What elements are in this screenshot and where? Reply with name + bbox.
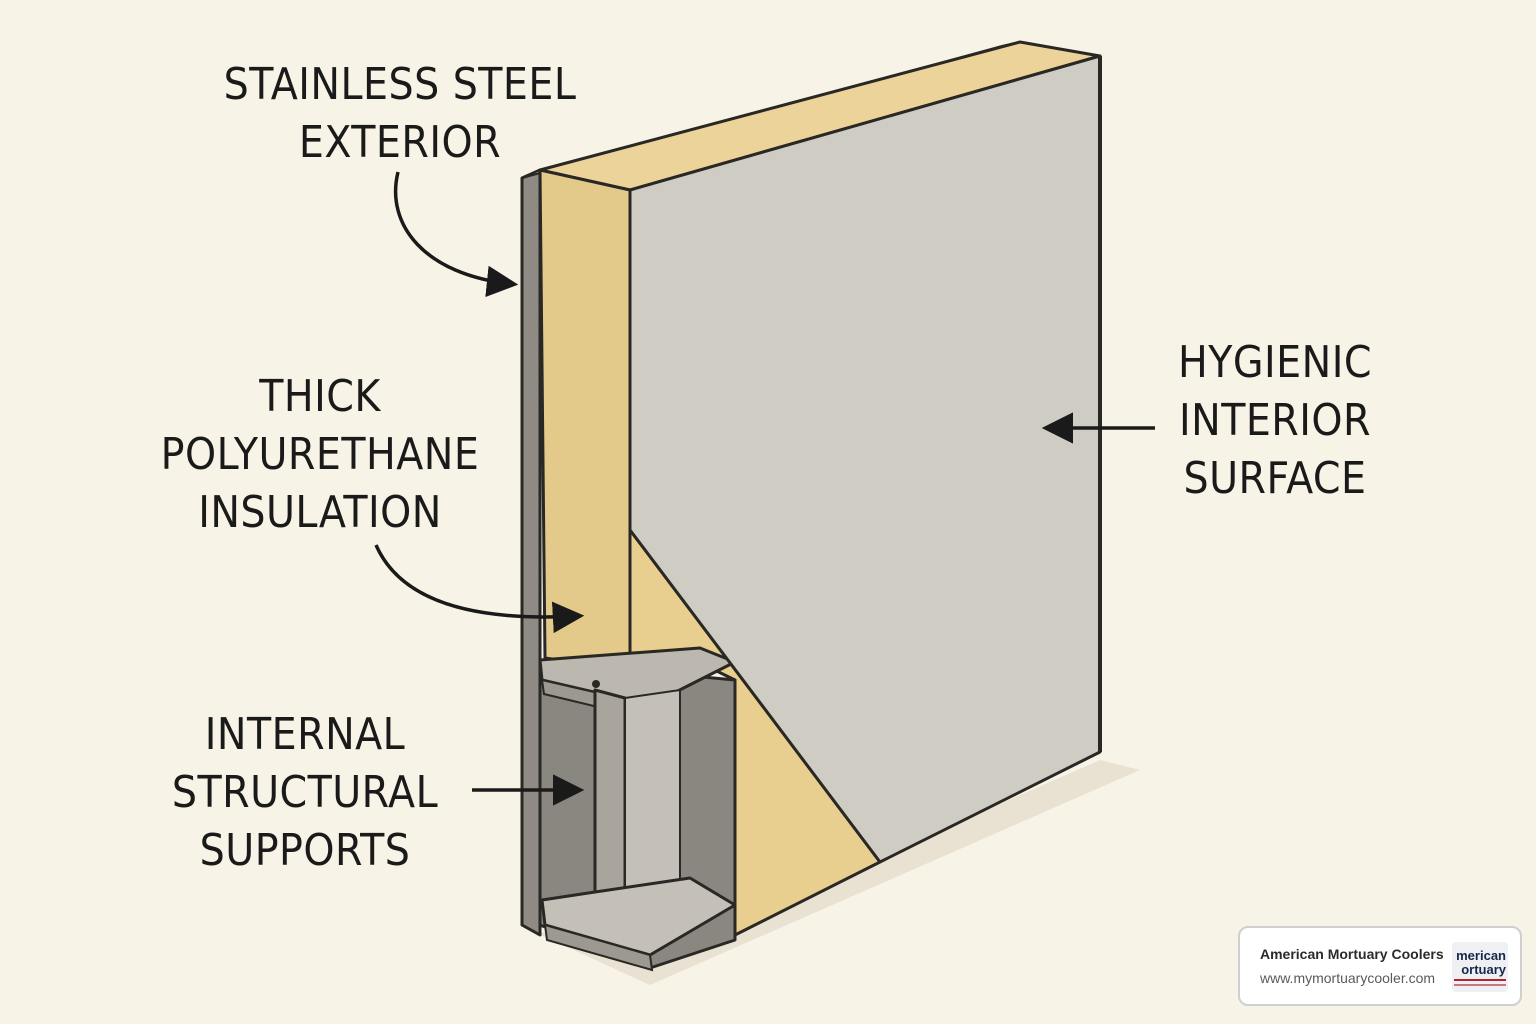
company-badge[interactable]: American Mortuary Coolers www.mymortuary… <box>1238 926 1522 1006</box>
label-line: HYGIENIC <box>1178 337 1372 388</box>
logo-text-line: merican <box>1456 948 1506 963</box>
logo-stripe <box>1454 979 1506 981</box>
arrow-to-insulation <box>374 544 585 634</box>
label-line: POLYURETHANE <box>160 429 480 480</box>
company-logo: merican ortuary <box>1452 942 1508 992</box>
polyurethane-insulation-layer <box>538 168 632 672</box>
label-line: INSULATION <box>198 487 442 538</box>
badge-company-name: American Mortuary Coolers <box>1260 946 1444 962</box>
label-line: STAINLESS STEEL <box>223 59 577 110</box>
label-line: THICK <box>259 371 381 422</box>
floor-shadow <box>530 760 1140 985</box>
logo-text-line: ortuary <box>1461 962 1506 977</box>
label-hygienic-interior-surface: HYGIENIC INTERIOR SURFACE <box>1154 334 1397 508</box>
label-line: INTERNAL <box>204 709 406 760</box>
logo-stripe <box>1454 984 1506 986</box>
arrow-to-exterior <box>393 171 519 298</box>
label-line: SURFACE <box>1183 453 1367 504</box>
label-stainless-steel-exterior: STAINLESS STEEL EXTERIOR <box>211 56 589 172</box>
label-line: STRUCTURAL <box>171 767 439 818</box>
badge-website-link[interactable]: www.mymortuarycooler.com <box>1260 970 1436 986</box>
label-line: SUPPORTS <box>199 825 411 876</box>
label-polyurethane-insulation: THICK POLYURETHANE INSULATION <box>140 368 500 542</box>
label-structural-supports: INTERNAL STRUCTURAL SUPPORTS <box>139 706 472 880</box>
label-line: INTERIOR <box>1178 395 1371 446</box>
label-line: EXTERIOR <box>298 117 502 168</box>
hygienic-interior-surface <box>628 54 1102 864</box>
i-beam-structural-support <box>538 646 737 972</box>
